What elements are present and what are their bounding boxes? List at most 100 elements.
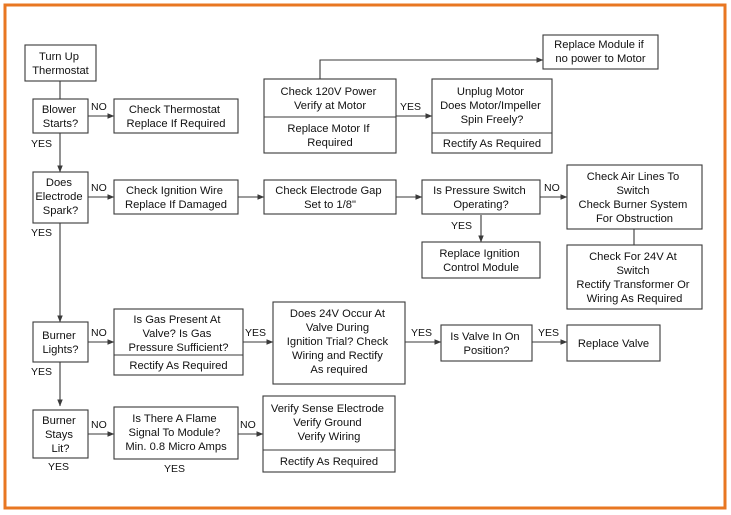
node-replace-module bbox=[542, 34, 659, 70]
label-burner-lights: Burner Lights? bbox=[42, 330, 79, 356]
nodes bbox=[24, 34, 703, 473]
outer-frame bbox=[3, 3, 727, 510]
label-line: As required bbox=[310, 364, 367, 376]
label-line: Required bbox=[307, 137, 352, 149]
label-line: For Obstruction bbox=[596, 213, 673, 225]
edge-label-burner-yes: YES bbox=[31, 366, 52, 378]
label-line: Position? bbox=[463, 345, 509, 357]
label-line: Thermostat bbox=[32, 65, 89, 77]
label-check-ignition-wire: Check Ignition Wire Replace If Damaged bbox=[125, 185, 227, 211]
label-check-electrode-gap: Check Electrode Gap Set to 1/8" bbox=[275, 185, 384, 211]
label-line: Valve During bbox=[306, 322, 369, 334]
label-line: Check Ignition Wire bbox=[126, 185, 223, 197]
label-line: Is There A Flame bbox=[132, 413, 216, 425]
label-line: Replace Module if bbox=[554, 39, 644, 51]
edge-label-burner-no: NO bbox=[91, 327, 107, 339]
label-line: Pressure Sufficient? bbox=[129, 342, 229, 354]
label-line: Is Gas Present At bbox=[133, 314, 221, 326]
label-line: Switch bbox=[616, 265, 649, 277]
node-labels: Turn Up Thermostat Blower Starts? Check … bbox=[32, 39, 692, 468]
label-line: Check Thermostat bbox=[129, 104, 221, 116]
label-line: Does Motor/Impeller bbox=[440, 100, 541, 112]
node-check-120v bbox=[263, 78, 397, 154]
label-pressure-switch: Is Pressure Switch Operating? bbox=[433, 185, 529, 211]
label-valve-in-on: Is Valve In On Position? bbox=[450, 331, 523, 357]
label-line: Burner bbox=[42, 415, 76, 427]
label-line: Rectify Transformer Or bbox=[576, 279, 689, 291]
label-line: Burner bbox=[42, 330, 76, 342]
label-verify-sense: Verify Sense Electrode Verify Ground Ver… bbox=[271, 403, 387, 443]
label-line: Starts? bbox=[43, 118, 78, 130]
label-flame-signal: Is There A Flame Signal To Module? Min. … bbox=[125, 413, 227, 453]
label-line: Replace If Required bbox=[127, 118, 226, 130]
label-line: Valve? Is Gas bbox=[143, 328, 212, 340]
node-flame-signal bbox=[113, 406, 239, 460]
node-gas-present bbox=[113, 308, 244, 376]
edge-label-stays-no: NO bbox=[91, 419, 107, 431]
edge-label-pressure-no: NO bbox=[544, 182, 560, 194]
node-replace-valve bbox=[566, 324, 661, 362]
edge-label-flame-yes: YES bbox=[164, 463, 185, 475]
label-line: Does 24V Occur At bbox=[290, 308, 386, 320]
label-line: Is Valve In On bbox=[450, 331, 519, 343]
label-line: Check Air Lines To bbox=[587, 171, 679, 183]
node-check-ignition-wire bbox=[113, 179, 239, 215]
edge-label-blower-yes: YES bbox=[31, 138, 52, 150]
node-burner-lights bbox=[32, 321, 89, 363]
label-line: Stays bbox=[45, 429, 73, 441]
label-rectify-1: Rectify As Required bbox=[443, 138, 541, 150]
label-line: Rectify As Required bbox=[280, 456, 378, 468]
label-line: Check Electrode Gap bbox=[275, 185, 381, 197]
label-line: Spin Freely? bbox=[461, 114, 524, 126]
node-verify-sense bbox=[262, 395, 396, 473]
label-check-120v: Check 120V Power Verify at Motor bbox=[281, 86, 380, 112]
edge-label-spark-yes: YES bbox=[31, 227, 52, 239]
label-line: Ignition Trial? Check bbox=[287, 336, 389, 348]
label-replace-valve: Replace Valve bbox=[578, 338, 649, 350]
node-check-air-lines bbox=[566, 164, 703, 230]
node-replace-ignition bbox=[421, 241, 541, 279]
label-check-air-lines: Check Air Lines To Switch Check Burner S… bbox=[579, 171, 691, 225]
label-line: Spark? bbox=[43, 205, 78, 217]
label-line: Turn Up bbox=[39, 51, 79, 63]
node-blower-starts bbox=[32, 98, 89, 134]
connector-120v-to-replace-module bbox=[319, 57, 544, 79]
label-line: Check 120V Power bbox=[281, 86, 377, 98]
node-does-24v-occur bbox=[272, 301, 406, 385]
label-line: Is Pressure Switch bbox=[433, 185, 526, 197]
label-check-24v-switch: Check For 24V At Switch Rectify Transfor… bbox=[576, 251, 692, 305]
label-line: Lit? bbox=[51, 443, 69, 455]
label-line: Operating? bbox=[453, 199, 508, 211]
label-rectify-2: Rectify As Required bbox=[129, 360, 227, 372]
label-line: no power to Motor bbox=[555, 53, 645, 65]
connectors bbox=[57, 57, 635, 437]
node-pressure-switch bbox=[421, 179, 541, 215]
label-line: Set to 1/8" bbox=[304, 199, 356, 211]
node-valve-in-on bbox=[440, 324, 533, 362]
label-does-electrode-spark: Does Electrode Spark? bbox=[35, 177, 85, 217]
label-line: Unplug Motor bbox=[457, 86, 524, 98]
label-line: Replace Ignition bbox=[439, 248, 519, 260]
edge-label-24v-yes: YES bbox=[411, 327, 432, 339]
node-check-electrode-gap bbox=[263, 179, 397, 215]
label-line: Replace Valve bbox=[578, 338, 649, 350]
node-unplug-motor bbox=[431, 78, 553, 154]
label-line: Check For 24V At bbox=[589, 251, 678, 263]
label-line: Wiring and Rectify bbox=[292, 350, 383, 362]
node-burner-stays-lit bbox=[32, 409, 89, 459]
label-line: Replace Motor If bbox=[287, 123, 370, 135]
label-line: Verify Ground bbox=[293, 417, 361, 429]
node-does-electrode-spark bbox=[32, 171, 89, 224]
label-replace-motor: Replace Motor If Required bbox=[287, 123, 372, 149]
edge-label-flame-no: NO bbox=[240, 419, 256, 431]
label-turn-up-thermostat: Turn Up Thermostat bbox=[32, 51, 89, 77]
label-line: Min. 0.8 Micro Amps bbox=[125, 441, 227, 453]
label-line: Electrode bbox=[35, 191, 82, 203]
edge-label-valve-yes: YES bbox=[538, 327, 559, 339]
label-check-thermostat: Check Thermostat Replace If Required bbox=[127, 104, 226, 130]
label-line: Verify Sense Electrode bbox=[271, 403, 384, 415]
edge-label-stays-yes: YES bbox=[48, 461, 69, 473]
label-line: Check Burner System bbox=[579, 199, 688, 211]
edge-label-pressure-yes: YES bbox=[451, 220, 472, 232]
